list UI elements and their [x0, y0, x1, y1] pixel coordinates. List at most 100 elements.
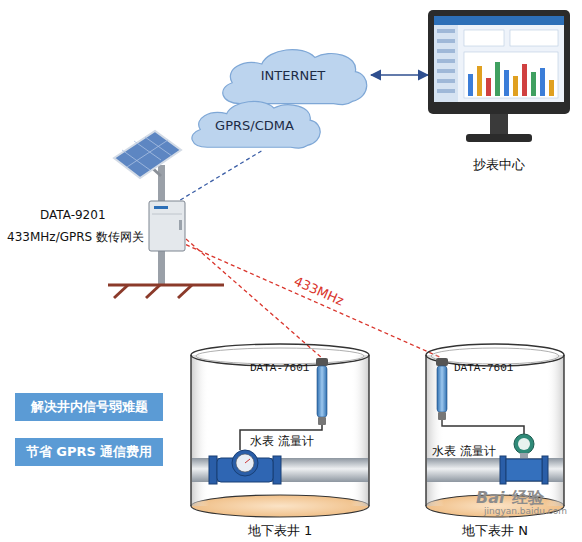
watermark-text: jingyan.baidu.com [484, 507, 567, 517]
frequency-label: 433MHz [290, 273, 348, 310]
monitor-illustration-part [504, 70, 509, 96]
monitor-illustration-part [549, 80, 554, 96]
cloud-node: GPRS/CDMA [185, 95, 324, 151]
monitor-illustration-part [540, 68, 545, 96]
radio-module-tube-part [318, 417, 326, 425]
cloud-shape-part [192, 101, 320, 148]
monitor-illustration-part [495, 62, 500, 96]
cloud-node: INTERNET [215, 42, 371, 108]
radio-module-tube-part [317, 366, 327, 417]
monitor-illustration [428, 10, 570, 150]
monitor-illustration-part [437, 39, 455, 43]
gateway-box-part [179, 220, 182, 230]
well-cylinder-part [546, 355, 564, 506]
gateway-pole-illustration-part [122, 150, 150, 170]
well-cylinder-part [196, 348, 364, 364]
meter-label: 水表 流量计 [250, 434, 314, 448]
water-meter-part [232, 450, 258, 476]
radio-link [186, 245, 442, 358]
radio-link [186, 239, 322, 358]
gateway-pole-illustration-part [114, 285, 128, 298]
well-cylinder-part [191, 355, 209, 506]
monitor-illustration-part [477, 66, 482, 96]
radio-module-tube-part [436, 358, 448, 366]
well-cylinder-part [563, 355, 564, 506]
monitor-illustration-part [437, 79, 455, 83]
meter-label: 水表 流量计 [432, 444, 496, 458]
monitor-illustration-part [437, 49, 455, 53]
gateway-pole-illustration-part [178, 285, 192, 298]
device-model: DATA-7601 [250, 362, 309, 374]
monitor-illustration-part [464, 30, 504, 46]
gateway-pole-illustration-part [134, 141, 161, 160]
device-description: 433MHz/GPRS 数传网关 [7, 229, 144, 246]
gateway-pole-illustration-part [127, 140, 168, 167]
monitor-node: 抄表中心 [428, 10, 570, 150]
monitor-illustration-part [437, 89, 455, 93]
gateway-box-part [154, 206, 168, 209]
flow-meter-part [542, 456, 548, 484]
radio-module-tube [436, 358, 448, 420]
monitor-illustration-part [522, 64, 527, 96]
signal-cable [240, 425, 322, 434]
well-cylinder-part [351, 355, 369, 506]
monitor-illustration-part [437, 29, 455, 33]
device-node: DATA-7601 [436, 358, 514, 420]
radio-module-tube-part [438, 412, 446, 420]
monitor-illustration-part [513, 76, 518, 96]
water-meter-part [273, 456, 281, 484]
flow-meter-part [506, 459, 542, 481]
center-label: 抄表中心 [473, 156, 525, 174]
monitor-illustration-part [437, 69, 455, 73]
flow-meter [428, 432, 560, 490]
water-meter-part [245, 459, 250, 463]
note-box: 解决井内信号弱难题 [15, 393, 163, 421]
note-text: 解决井内信号弱难题 [31, 398, 148, 416]
gateway-pole-illustration-part [146, 285, 160, 298]
gateway-box-part [152, 214, 182, 215]
flow-meter-part [520, 453, 528, 459]
radio-module-tube-part [316, 358, 328, 366]
gateway-pole-illustration-part [114, 131, 181, 178]
monitor-illustration-part [486, 78, 491, 96]
water-meter-part [239, 434, 241, 450]
well-cylinder-part [190, 355, 191, 506]
gateway-pole-illustration-part [145, 137, 172, 156]
cloud-shape-part [223, 50, 367, 105]
flow-meter-part [500, 456, 506, 484]
note-text: 节省 GPRS 通信费用 [26, 443, 153, 461]
flow-meter-part [518, 438, 530, 450]
monitor-illustration-part [466, 134, 532, 142]
well-label: 地下表井 1 [248, 522, 312, 540]
monitor-illustration-part [434, 16, 564, 25]
water-meter-part [209, 456, 217, 484]
monitor-illustration-part [428, 10, 570, 114]
monitor-illustration-part [464, 52, 558, 98]
well-cylinder-part [431, 348, 559, 364]
device-node: DATA-7601 [250, 358, 328, 425]
network-arrow [371, 74, 428, 76]
monitor-illustration-part [510, 30, 558, 46]
gateway-box-part [149, 201, 185, 251]
well-cylinder-part [191, 495, 369, 517]
well-label: 地下表井 N [462, 522, 528, 540]
radio-module-tube-part [437, 366, 447, 412]
gateway-box [148, 200, 186, 252]
watermark-text: Bai [476, 489, 504, 507]
cloud-label: GPRS/CDMA [215, 118, 294, 133]
well-node: 地下表井 1DATA-7601水表 流量计 [190, 343, 370, 518]
monitor-illustration-part [437, 59, 455, 63]
cloud-label: INTERNET [261, 68, 326, 83]
monitor-illustration-part [531, 72, 536, 96]
monitor-illustration-part [468, 74, 473, 96]
watermark-text: 经验 [512, 489, 544, 507]
flow-meter-part [514, 434, 534, 454]
monitor-illustration-part [434, 25, 458, 102]
signal-cable [442, 420, 524, 432]
radio-module-tube [316, 358, 328, 425]
device-model: DATA-9201 [40, 208, 106, 222]
monitor-illustration-part [490, 114, 508, 134]
device-model: DATA-7601 [454, 362, 513, 374]
monitor-illustration-part [434, 16, 564, 102]
